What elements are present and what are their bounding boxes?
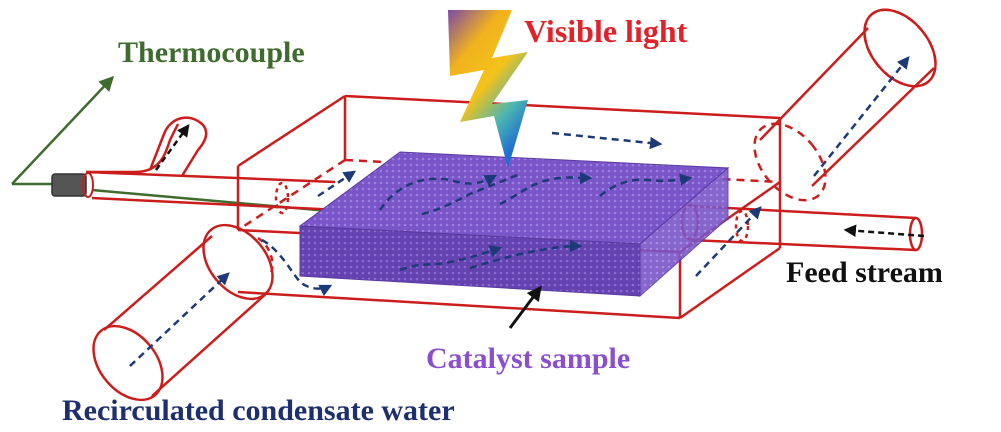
flow-arrow-3 [499, 171, 593, 206]
sample-inlet-tube [85, 116, 341, 212]
thermocouple-assembly [11, 75, 341, 214]
feed-arrows [154, 123, 925, 238]
inlet-arrow [154, 123, 190, 171]
catalyst-sample-label: Catalyst sample [426, 342, 630, 375]
flow-arrow-5 [399, 245, 503, 272]
flow-arrows [129, 56, 910, 367]
thermocouple-arrow [11, 75, 115, 185]
recirculated-water-label: Recirculated condensate water [62, 394, 455, 427]
feed-stream-label: Feed stream [786, 256, 943, 289]
flow-arrow-water-in [129, 272, 230, 367]
flow-arrow-water-out [813, 56, 910, 177]
catalyst-pointer [508, 285, 542, 329]
catalyst-side-face [639, 166, 729, 298]
flow-arrow-2 [421, 172, 521, 216]
flow-arrow-1 [378, 174, 498, 211]
flow-arrow-4 [599, 173, 693, 197]
water-outlet-tube [753, 8, 937, 202]
flow-arrow-top [551, 131, 663, 150]
catalyst-sample [298, 151, 730, 298]
visible-light-label: Visible light [524, 13, 688, 49]
flow-arrow-6 [469, 239, 583, 270]
flow-arrow-right-up [695, 206, 762, 277]
thermocouple-probe [51, 172, 94, 198]
feed-arrow [843, 224, 925, 238]
flow-arrow-inlet-curve [261, 238, 333, 297]
flow-arrow-left-up [317, 170, 357, 198]
thermocouple-label: Thermocouple [118, 36, 305, 69]
water-inlet-tube [92, 223, 274, 402]
lightning-bolt-icon [448, 10, 528, 168]
